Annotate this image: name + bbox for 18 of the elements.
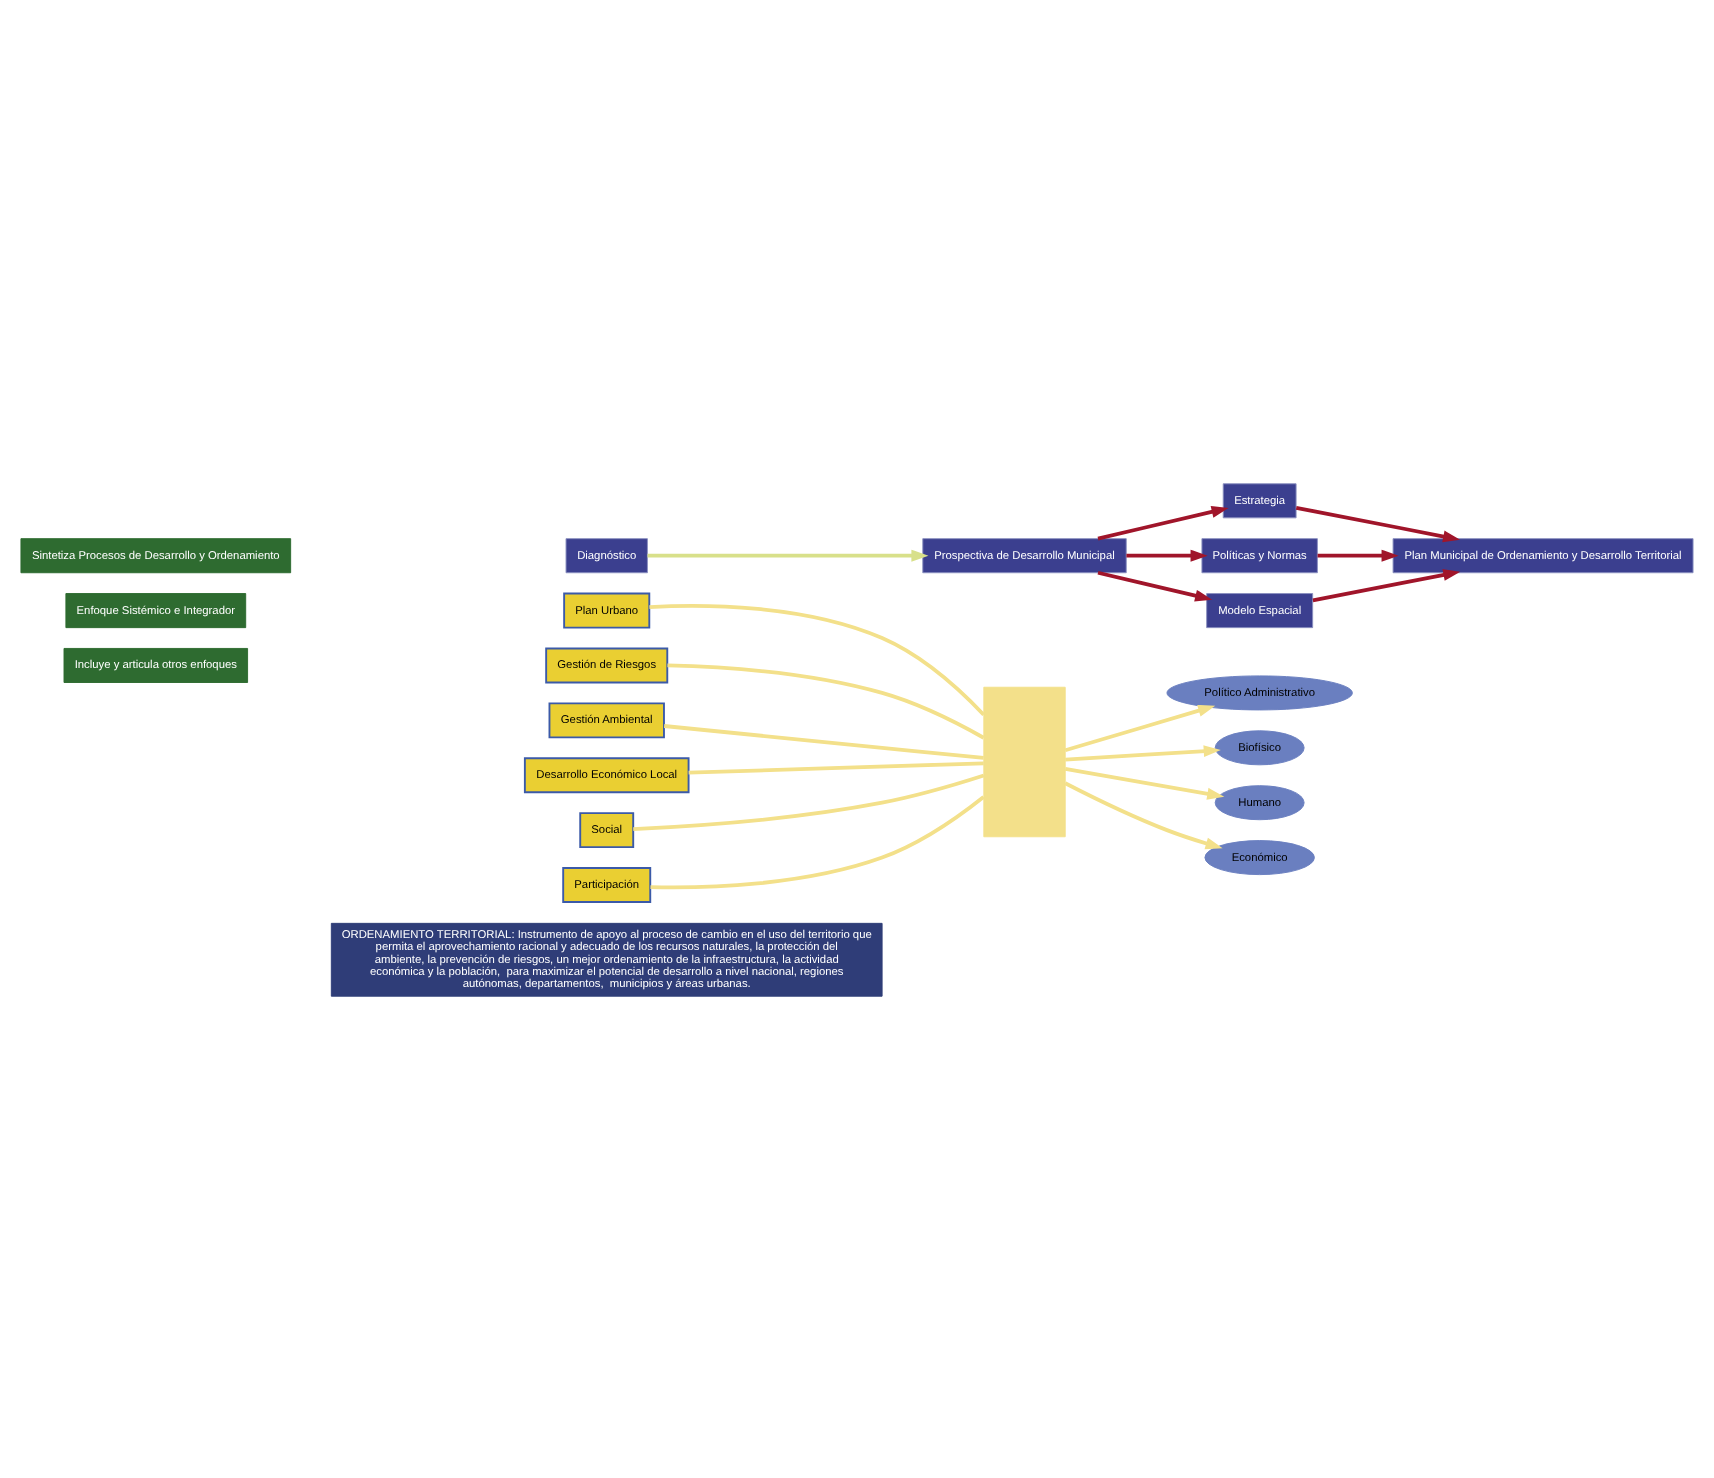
arrow (1064, 703, 1216, 751)
connector (650, 794, 985, 889)
node-band (983, 685, 1066, 837)
arrow (1097, 504, 1229, 540)
connector (649, 603, 986, 715)
arrow (1317, 548, 1399, 561)
connector (663, 723, 984, 759)
connector (667, 662, 985, 739)
arrow (647, 548, 929, 561)
connector (688, 760, 984, 774)
arrow (1064, 780, 1223, 849)
arrow (1126, 548, 1208, 561)
arrow (1295, 504, 1461, 542)
arrow (1065, 744, 1221, 761)
arrow (1064, 766, 1225, 799)
arrow (1312, 568, 1461, 602)
arrow (1097, 569, 1213, 601)
connector (633, 772, 985, 830)
